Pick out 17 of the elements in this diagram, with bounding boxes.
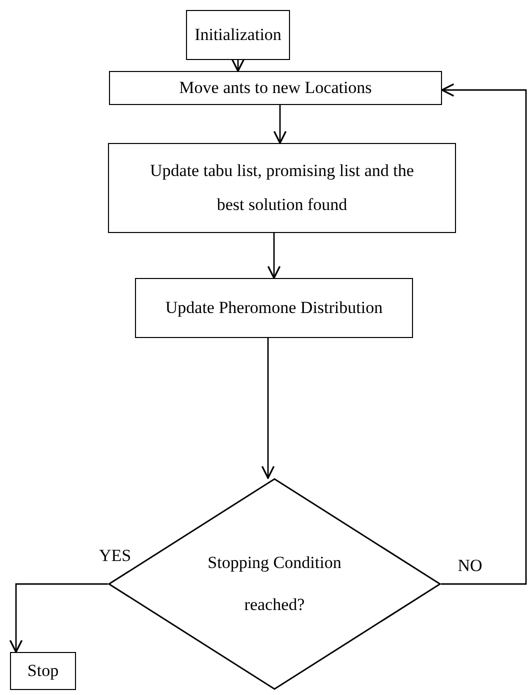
node-text: Move ants to new Locations (179, 77, 372, 99)
process-box (108, 143, 456, 233)
node-text: Update tabu list, promising list and the best solution found (149, 160, 415, 216)
arrow (441, 83, 527, 585)
node-text: Initialization (194, 24, 282, 46)
arrow (9, 583, 108, 653)
process-box (10, 652, 76, 690)
arrow (231, 58, 245, 72)
node-text: Stop (27, 660, 59, 682)
node-text: Stopping Condition reached? (206, 552, 342, 616)
process-box (186, 10, 290, 60)
arrow (267, 233, 281, 279)
process-box (109, 71, 442, 105)
arrow (273, 105, 287, 144)
arrow (261, 338, 275, 479)
node-text: Update Pheromone Distribution (165, 297, 383, 319)
process-box (135, 278, 413, 338)
